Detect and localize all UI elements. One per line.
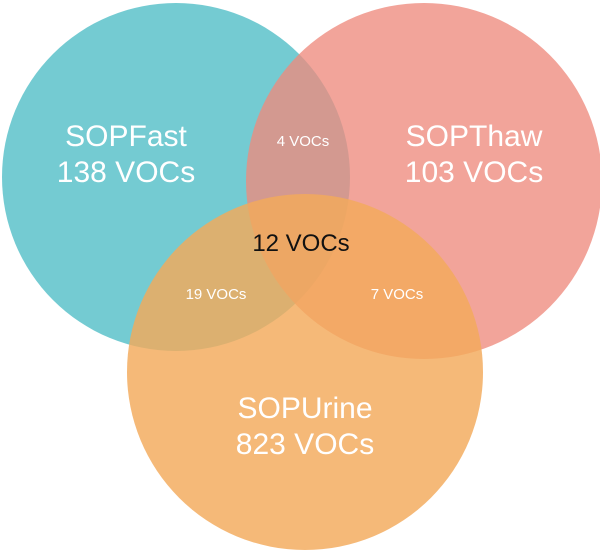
fast-thaw-label: 4 VOCs	[277, 133, 330, 150]
all-three-label: 12 VOCs	[252, 230, 349, 257]
sopthaw-count: 103 VOCs	[405, 156, 543, 189]
sopurine-count: 823 VOCs	[236, 428, 374, 461]
sopfast-name: SOPFast	[65, 120, 187, 153]
sopthaw-name: SOPThaw	[406, 120, 543, 153]
thaw-urine-label: 7 VOCs	[371, 286, 424, 303]
sopurine-circle	[127, 194, 483, 550]
sopfast-count: 138 VOCs	[57, 156, 195, 189]
fast-urine-label: 19 VOCs	[186, 286, 247, 303]
sopurine-name: SOPUrine	[237, 392, 372, 425]
